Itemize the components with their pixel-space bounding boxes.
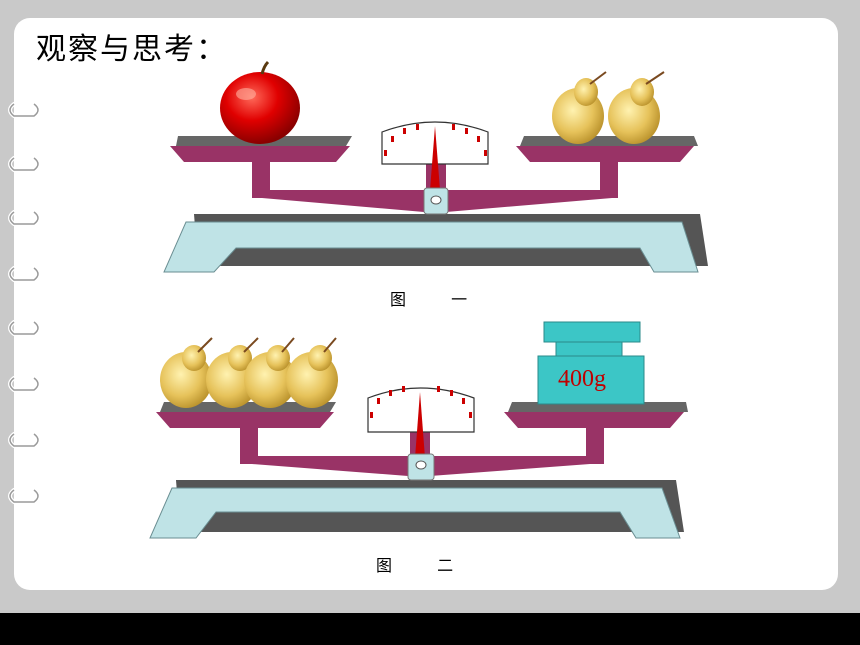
pear-icon <box>160 337 213 408</box>
pear-icon <box>286 337 338 408</box>
pear-icon <box>552 71 607 144</box>
pear-icon <box>608 71 665 144</box>
pear-icon <box>244 337 296 408</box>
apple-icon <box>220 60 300 144</box>
needle-icon <box>415 392 425 458</box>
slide-title: 观察与思考： <box>36 32 228 67</box>
figure-one-caption: 图 一 <box>390 290 488 309</box>
pear-icon <box>206 337 259 408</box>
figure-two-caption: 图 二 <box>376 556 474 575</box>
weight-label: 400g <box>558 366 606 392</box>
binder-rings <box>8 102 40 504</box>
needle-icon <box>430 126 440 190</box>
weight-icon <box>537 321 645 405</box>
bottom-band <box>0 613 860 645</box>
